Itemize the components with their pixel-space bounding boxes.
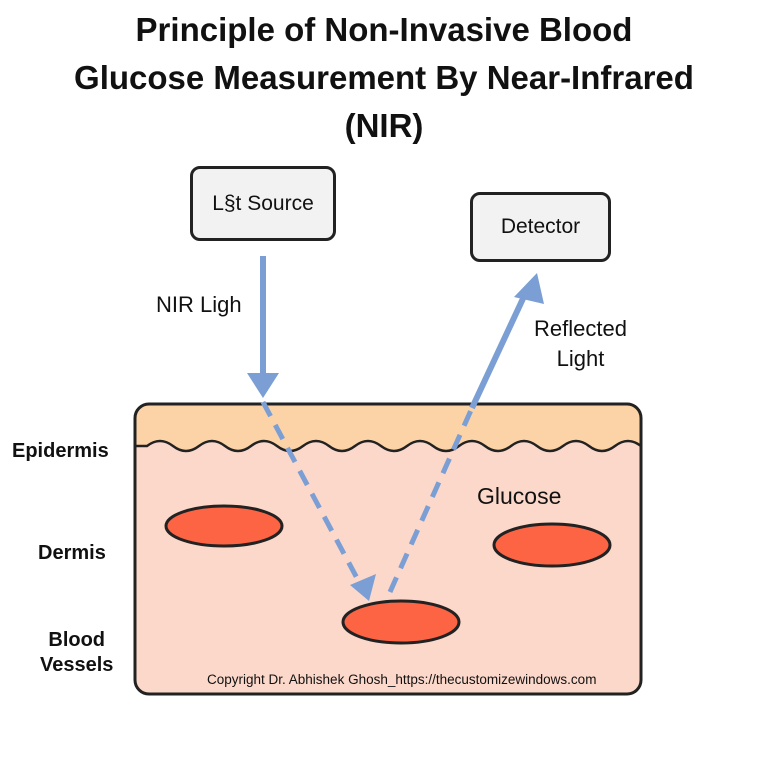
penetrating-light-path: [260, 400, 361, 582]
skin-outline: [133, 402, 643, 696]
epidermis-label: Epidermis: [12, 440, 109, 462]
light-source-box: L§t Source: [190, 166, 336, 241]
dermis-label: Dermis: [38, 542, 106, 564]
title-line-1: Principle of Non-Invasive Blood: [135, 11, 633, 48]
blood-vessels-line-1: Blood: [48, 629, 106, 651]
nir-light-arrowhead: [247, 373, 279, 398]
diagram-title: Principle of Non-Invasive Blood Glucose …: [0, 6, 768, 150]
detector-label: Detector: [500, 215, 581, 238]
blood-vessel-right: [492, 522, 612, 568]
penetrating-light-arrowhead: [350, 574, 376, 601]
glucose-label: Glucose: [477, 483, 562, 509]
light-source-label: L§t Source: [212, 191, 314, 215]
reflected-light-path-inner: [387, 406, 475, 594]
blood-vessel-center: [341, 599, 461, 645]
reflected-light-arrow-shaft: [469, 288, 530, 410]
reflected-light-label: Reflected Light: [534, 314, 627, 374]
reflected-light-arrowhead: [514, 273, 544, 304]
blood-vessels-label: Blood Vessels: [40, 628, 113, 678]
blood-vessel-left: [164, 504, 284, 548]
copyright-notice: Copyright Dr. Abhishek Ghosh_https://the…: [207, 672, 597, 687]
epidermis-boundary: [135, 439, 641, 453]
reflected-light-line-2: Light: [556, 346, 605, 371]
epidermis-layer: [135, 404, 641, 451]
blood-vessels-line-2: Vessels: [40, 654, 114, 676]
title-line-3: (NIR): [344, 107, 424, 144]
title-line-2: Glucose Measurement By Near-Infrared: [74, 59, 694, 96]
nir-light-label: NIR Ligh: [156, 292, 242, 317]
detector-box: Detector: [470, 192, 611, 262]
reflected-light-line-1: Reflected: [534, 316, 627, 341]
